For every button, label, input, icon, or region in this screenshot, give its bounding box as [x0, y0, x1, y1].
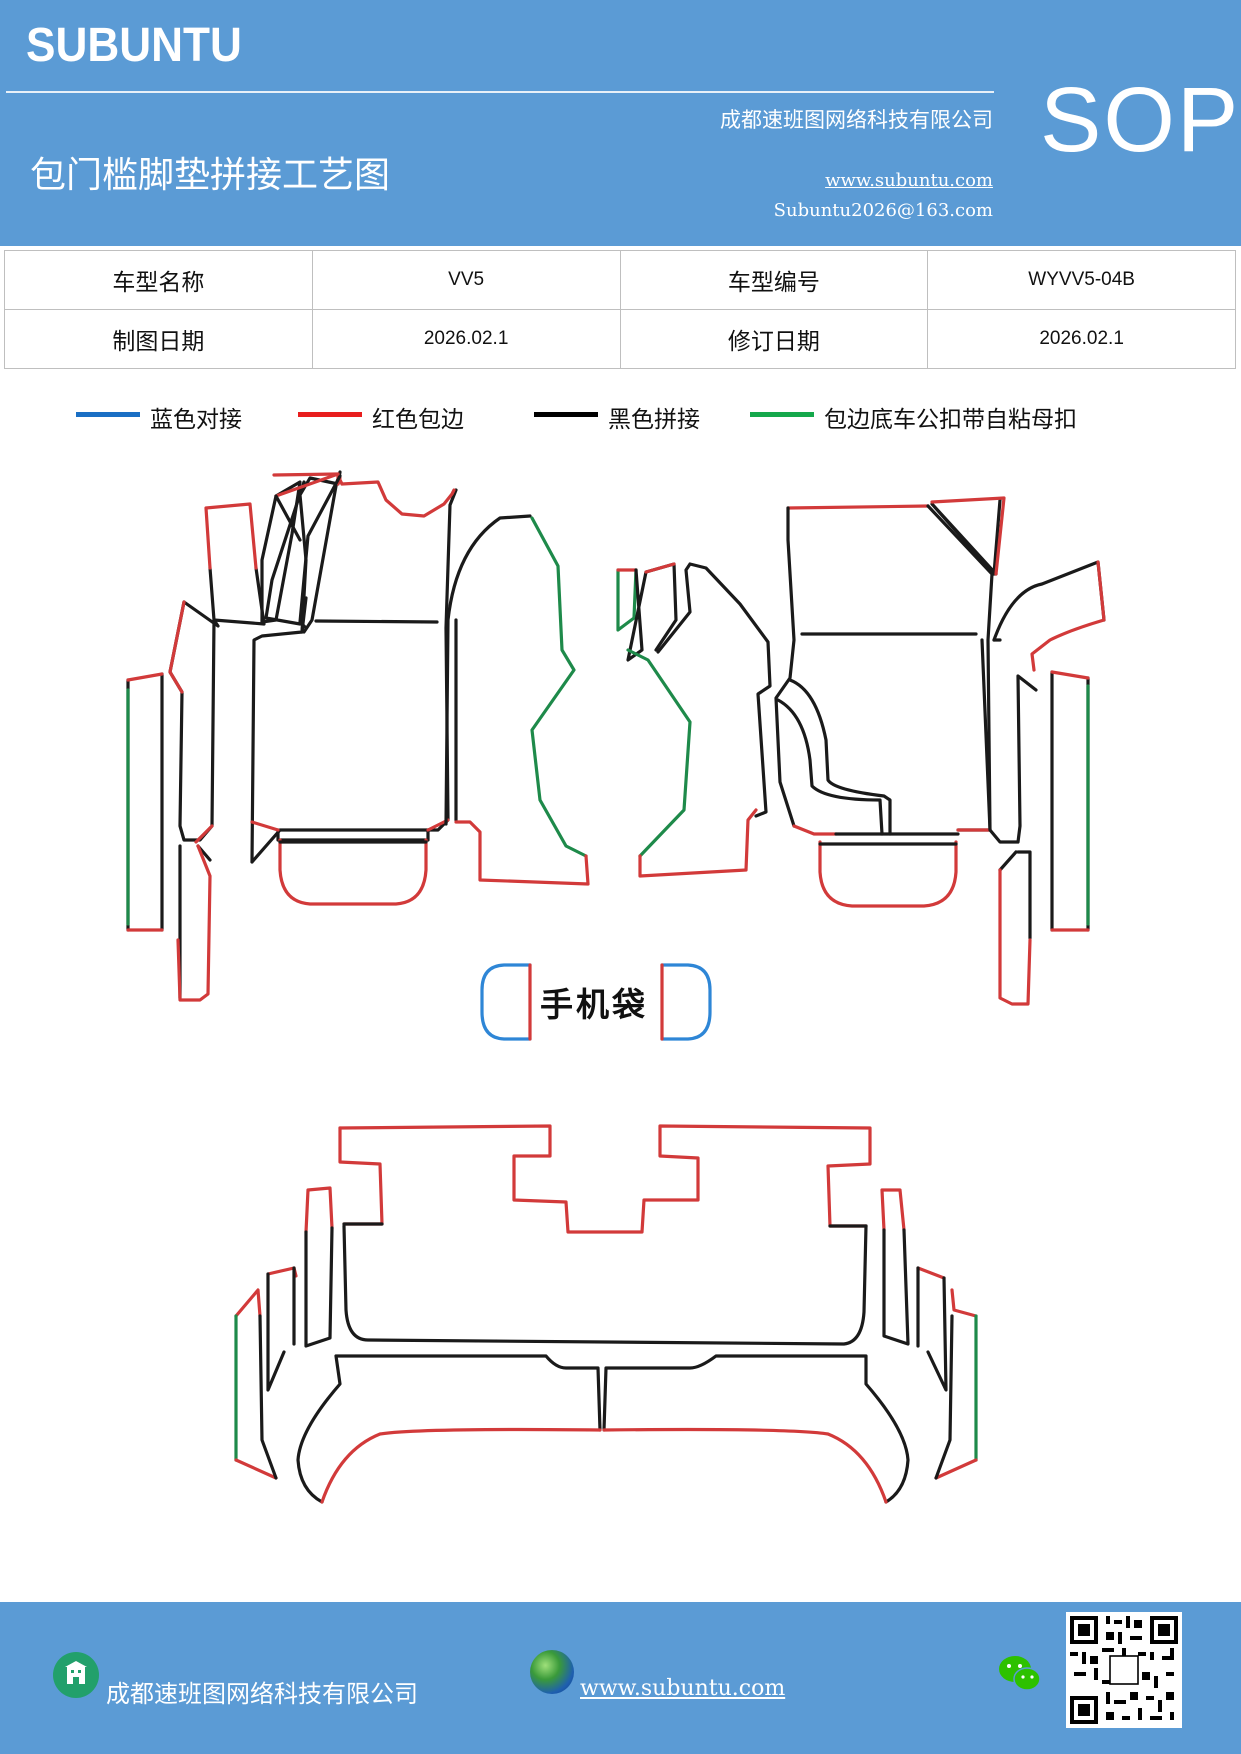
rear-left-side [234, 1186, 334, 1480]
qr-code [1066, 1612, 1182, 1728]
front-right-mat [774, 496, 1006, 836]
header-email: Subuntu2026@163.com [773, 200, 993, 221]
model-code-label: 车型编号 [619, 250, 929, 310]
front-left-seat-piece [204, 480, 306, 626]
front-right-left-long [616, 562, 772, 878]
legend-swatch [534, 411, 598, 417]
phone-pouch-label: 手机袋 [540, 985, 648, 1024]
legend-item-green: 包边底车公扣带自粘母扣 [750, 400, 1077, 434]
brand-logo: SUBUNTU [26, 19, 242, 72]
legend-label: 黑色拼接 [608, 407, 700, 433]
front-right-side-shapes [980, 560, 1106, 1006]
model-info-table: 车型名称 VV5 车型编号 WYVV5-04B 制图日期 2026.02.1 修… [4, 250, 1236, 369]
rear-bottom-mats [296, 1354, 910, 1504]
header-website-link[interactable]: www.subuntu.com [825, 170, 993, 191]
footer-banner: 成都速班图网络科技有限公司 www.subuntu.com [0, 1602, 1241, 1754]
front-left-tray [278, 838, 428, 906]
table-row: 车型名称 VV5 车型编号 WYVV5-04B [4, 250, 1236, 310]
model-name-label: 车型名称 [4, 250, 313, 310]
front-left-mat [250, 470, 458, 864]
legend-label: 蓝色对接 [150, 407, 242, 433]
legend-item-black: 黑色拼接 [534, 400, 700, 434]
footer-company: 成都速班图网络科技有限公司 [106, 1680, 418, 1708]
footer-website-link[interactable]: www.subuntu.com [580, 1676, 786, 1701]
table-row: 制图日期 2026.02.1 修订日期 2026.02.1 [4, 309, 1236, 369]
front-left-right-long [444, 514, 590, 886]
rear-top-mat [338, 1124, 872, 1346]
globe-icon [530, 1650, 574, 1694]
front-left-top-strip [274, 472, 342, 630]
model-name-value: VV5 [311, 250, 621, 310]
legend-swatch [298, 411, 362, 417]
header-banner: SUBUNTU 成都速班图网络科技有限公司 包门槛脚垫拼接工艺图 www.sub… [0, 0, 1241, 246]
building-icon [53, 1652, 99, 1698]
front-left-side-shapes [126, 600, 220, 1002]
legend-swatch [76, 411, 140, 417]
draw-date-value: 2026.02.1 [311, 309, 621, 369]
legend-item-blue: 蓝色对接 [76, 400, 242, 434]
legend-item-red: 红色包边 [298, 400, 464, 434]
front-left-center-mat [300, 480, 456, 634]
header-divider [6, 91, 994, 93]
legend-swatch [750, 411, 814, 417]
legend-label: 包边底车公扣带自粘母扣 [824, 407, 1077, 433]
draw-date-label: 制图日期 [4, 309, 313, 369]
front-right-tray [818, 840, 958, 908]
header-company: 成都速班图网络科技有限公司 [720, 108, 993, 132]
legend: 蓝色对接 红色包边 黑色拼接 包边底车公扣带自粘母扣 [0, 400, 1241, 440]
revise-date-label: 修订日期 [619, 309, 929, 369]
sop-label: SOP [1040, 69, 1241, 171]
model-code-value: WYVV5-04B [927, 250, 1236, 310]
document-title: 包门槛脚垫拼接工艺图 [30, 155, 391, 196]
legend-label: 红色包边 [372, 407, 464, 433]
wechat-icon[interactable] [996, 1652, 1044, 1696]
revise-date-value: 2026.02.1 [927, 309, 1236, 369]
rear-right-side [880, 1188, 978, 1480]
